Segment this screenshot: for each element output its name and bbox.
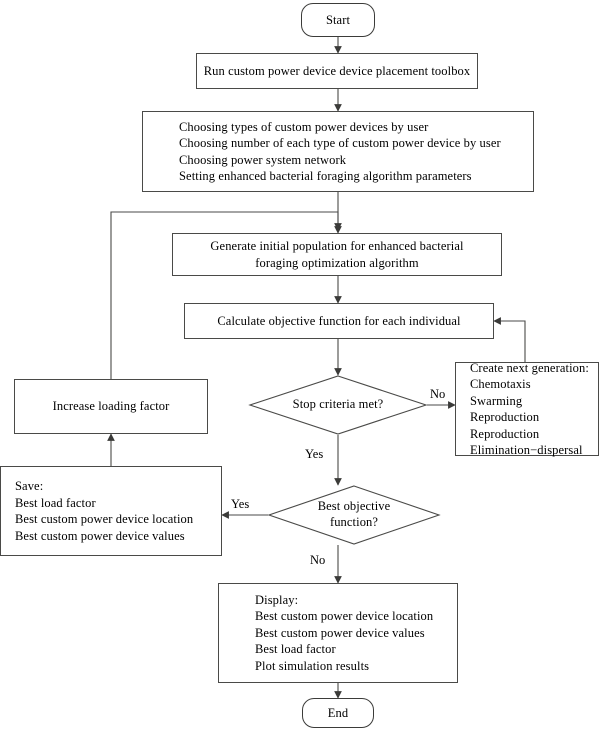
node-run-toolbox: Run custom power device device placement…: [196, 53, 478, 89]
node-generate-population: Generate initial population for enhanced…: [172, 233, 502, 276]
node-stop-criteria-label: Stop criteria met?: [292, 397, 384, 412]
node-start: Start: [301, 3, 375, 37]
node-display: Display: Best custom power device locati…: [218, 583, 458, 683]
node-calculate-objective-label: Calculate objective function for each in…: [217, 313, 461, 328]
node-create-next-generation: Create next generation: Chemotaxis Swarm…: [455, 360, 599, 458]
node-generate-population-label: Generate initial population for enhanced…: [210, 239, 464, 270]
edge-label-best-objective-no: No: [310, 553, 326, 567]
stop-criteria-shape: [248, 375, 428, 435]
node-end-label: End: [327, 705, 349, 720]
node-save: Save: Best load factor Best custom power…: [0, 466, 222, 556]
node-display-label: Display: Best custom power device locati…: [255, 592, 434, 673]
node-calculate-objective: Calculate objective function for each in…: [184, 303, 494, 339]
node-best-objective-label: Best objective function?: [317, 499, 391, 529]
node-best-objective: Best objective function?: [267, 485, 441, 545]
edge-label-best-objective-yes: Yes: [231, 497, 250, 511]
edge-nextgen-to-calculate: [493, 317, 526, 362]
node-create-next-generation-label: Create next generation: Chemotaxis Swarm…: [470, 360, 589, 458]
node-run-toolbox-label: Run custom power device device placement…: [203, 63, 471, 78]
node-stop-criteria: Stop criteria met?: [248, 375, 428, 435]
node-user-inputs: Choosing types of custom power devices b…: [142, 111, 534, 192]
node-user-inputs-label: Choosing types of custom power devices b…: [179, 119, 501, 184]
edge-label-stop-criteria-no: No: [430, 387, 446, 401]
node-save-label: Save: Best load factor Best custom power…: [15, 479, 194, 543]
node-increase-loading-factor: Increase loading factor: [14, 379, 208, 434]
node-increase-loading-factor-label: Increase loading factor: [52, 399, 170, 414]
node-end: End: [302, 698, 374, 728]
edge-label-stop-criteria-yes: Yes: [305, 447, 324, 461]
best-objective-shape: [267, 485, 441, 545]
node-start-label: Start: [325, 12, 351, 27]
